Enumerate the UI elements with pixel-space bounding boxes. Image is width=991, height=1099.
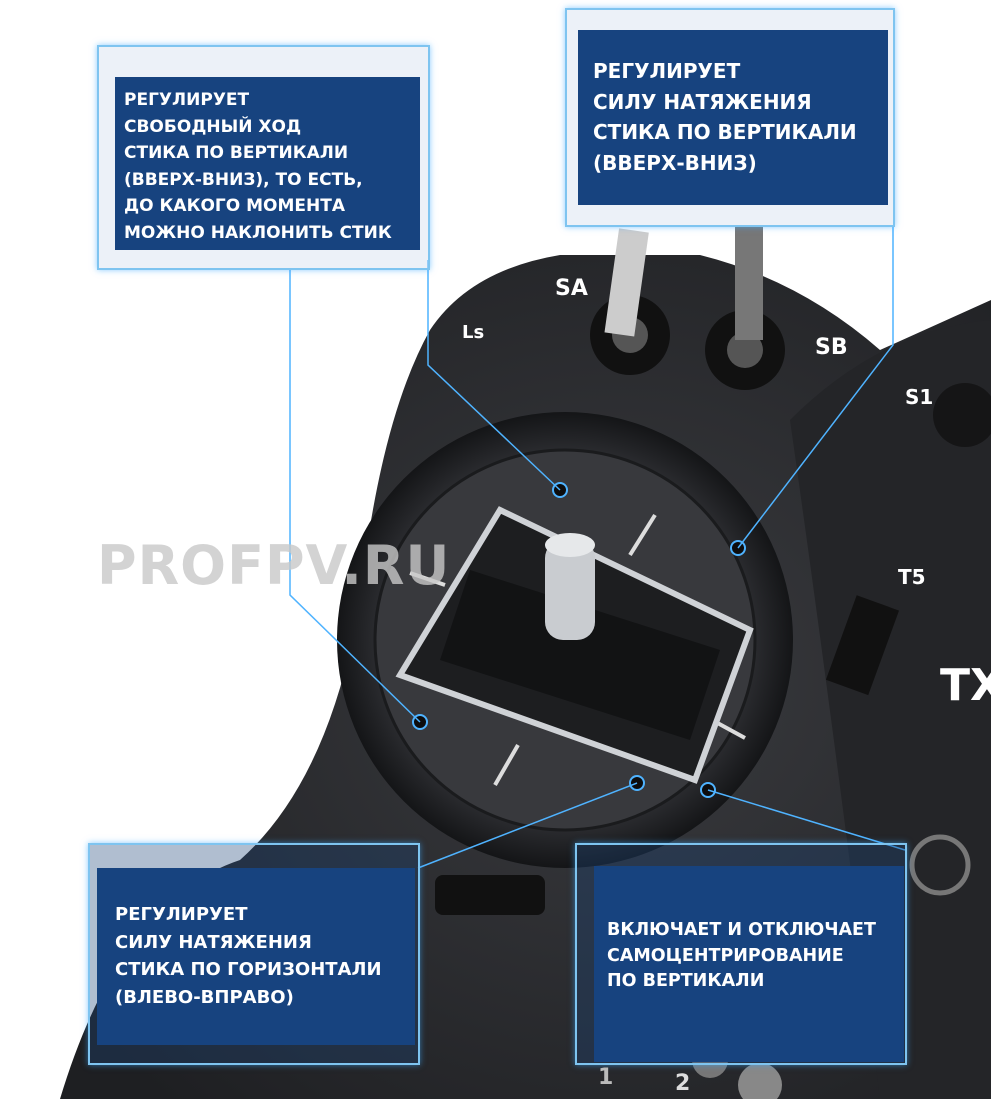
callout-tension-horizontal: РЕГУЛИРУЕТ СИЛУ НАТЯЖЕНИЯ СТИКА ПО ГОРИЗ… — [97, 868, 415, 1045]
slider-label-ls: Ls — [462, 322, 485, 343]
callout-line: (ВВЕРХ-ВНИЗ) — [593, 150, 757, 175]
callout-line: ДО КАКОГО МОМЕНТА — [124, 196, 345, 216]
callout-line: РЕГУЛИРУЕТ — [115, 904, 248, 925]
callout-line: СИЛУ НАТЯЖЕНИЯ — [115, 931, 312, 953]
leader-lines — [289, 225, 906, 869]
callout-tension-vertical: РЕГУЛИРУЕТ СИЛУ НАТЯЖЕНИЯ СТИКА ПО ВЕРТИ… — [578, 30, 888, 205]
callout-line: САМОЦЕНТРИРОВАНИЕ — [607, 945, 844, 966]
callout-self-centering: ВКЛЮЧАЕТ И ОТКЛЮЧАЕТ САМОЦЕНТРИРОВАНИЕ П… — [594, 866, 904, 1062]
knob-label-s1: S1 — [905, 385, 934, 409]
button-number-2: 2 — [675, 1071, 691, 1096]
brand-label-tx: TX — [940, 660, 991, 711]
button-number-1: 1 — [598, 1065, 614, 1090]
callout-free-play-vertical: РЕГУЛИРУЕТ СВОБОДНЫЙ ХОД СТИКА ПО ВЕРТИК… — [115, 77, 420, 250]
callout-line: СТИКА ПО ВЕРТИКАЛИ — [593, 120, 857, 144]
callout-line: МОЖНО НАКЛОНИТЬ СТИК — [124, 222, 392, 243]
callout-line: (ВЛЕВО-ВПРАВО) — [115, 986, 294, 1008]
callout-line: СТИКА ПО ГОРИЗОНТАЛИ — [115, 959, 382, 980]
switch-label-sb: SB — [815, 335, 848, 360]
callout-line: ПО ВЕРТИКАЛИ — [607, 971, 765, 991]
callout-line: СТИКА ПО ВЕРТИКАЛИ — [124, 143, 349, 163]
trim-label-t5: T5 — [898, 565, 926, 589]
callout-line: ВКЛЮЧАЕТ И ОТКЛЮЧАЕТ — [607, 920, 876, 940]
stick-knob — [545, 540, 595, 640]
callout-line: (ВВЕРХ-ВНИЗ), ТО ЕСТЬ, — [124, 169, 363, 190]
switch-label-sa: SA — [555, 276, 588, 301]
watermark: PROFPV.RU — [97, 534, 451, 597]
callout-line: СИЛУ НАТЯЖЕНИЯ — [593, 89, 812, 114]
callout-line: РЕГУЛИРУЕТ — [593, 59, 741, 83]
callout-line: РЕГУЛИРУЕТ — [124, 90, 250, 110]
callout-line: СВОБОДНЫЙ ХОД — [124, 116, 302, 137]
